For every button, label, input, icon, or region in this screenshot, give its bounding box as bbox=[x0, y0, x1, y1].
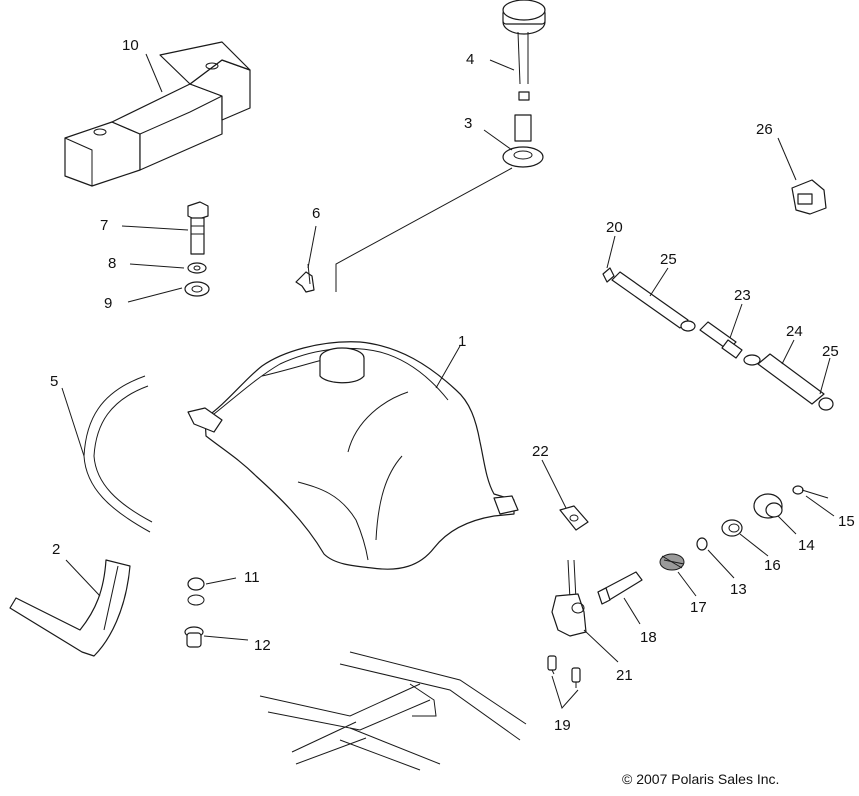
callout-9: 9 bbox=[104, 295, 112, 312]
leader-lines bbox=[61, 53, 835, 709]
callout-20: 20 bbox=[606, 219, 623, 236]
copyright-notice: © 2007 Polaris Sales Inc. bbox=[622, 771, 780, 787]
callout-22: 22 bbox=[532, 443, 549, 460]
callout-25-upper: 25 bbox=[660, 251, 677, 268]
callout-7: 7 bbox=[100, 217, 108, 234]
bolt-part-7 bbox=[187, 201, 209, 255]
fuel-valve-part-21 bbox=[551, 559, 587, 637]
fuel-cap-part-4 bbox=[502, 0, 546, 101]
callout-19: 19 bbox=[554, 717, 571, 734]
washer-part-9 bbox=[184, 281, 210, 297]
callout-4: 4 bbox=[466, 51, 474, 68]
callout-5: 5 bbox=[50, 373, 58, 390]
assembly-line bbox=[335, 167, 513, 292]
knob-part-14 bbox=[753, 493, 783, 519]
bushing-part-16 bbox=[721, 519, 743, 537]
callout-17: 17 bbox=[690, 599, 707, 616]
callout-13: 13 bbox=[730, 581, 747, 598]
callout-23: 23 bbox=[734, 287, 751, 304]
callout-11: 11 bbox=[244, 569, 260, 586]
callout-2: 2 bbox=[52, 541, 60, 558]
rivet-part-12 bbox=[184, 626, 204, 648]
callout-1: 1 bbox=[458, 333, 466, 350]
callout-25-lower: 25 bbox=[822, 343, 839, 360]
fuel-tank-part-1 bbox=[187, 341, 519, 570]
filler-neck-part-3 bbox=[502, 114, 544, 168]
callout-8: 8 bbox=[108, 255, 116, 272]
vent-line-assembly bbox=[602, 267, 834, 411]
lever-part-18 bbox=[597, 571, 643, 605]
callout-15: 15 bbox=[838, 513, 855, 530]
hose-part-2 bbox=[9, 559, 131, 657]
callout-18: 18 bbox=[640, 629, 657, 646]
clip-part-6 bbox=[295, 263, 315, 293]
callout-6: 6 bbox=[312, 205, 320, 222]
callout-labels: 10 4 3 6 7 8 9 26 20 25 23 24 25 1 5 22 … bbox=[50, 37, 855, 734]
callout-12: 12 bbox=[254, 637, 271, 654]
callout-3: 3 bbox=[464, 115, 472, 132]
callout-26: 26 bbox=[756, 121, 773, 138]
clip-part-26 bbox=[791, 179, 827, 215]
callout-24: 24 bbox=[786, 323, 803, 340]
lock-washer-part-8 bbox=[187, 262, 207, 274]
callout-14: 14 bbox=[798, 537, 815, 554]
oring-part-13 bbox=[696, 537, 708, 551]
grommet-part-11 bbox=[187, 577, 205, 606]
spring-part-17 bbox=[659, 553, 685, 571]
callout-16: 16 bbox=[764, 557, 781, 574]
fittings-part-19 bbox=[547, 655, 581, 688]
callout-10: 10 bbox=[122, 37, 139, 54]
callout-21: 21 bbox=[616, 667, 633, 684]
frame-outline bbox=[259, 651, 527, 771]
pin-part-15 bbox=[792, 485, 829, 499]
vent-hose-part-5 bbox=[83, 375, 153, 533]
bracket-part-10 bbox=[64, 41, 251, 187]
plate-part-22 bbox=[559, 505, 589, 531]
